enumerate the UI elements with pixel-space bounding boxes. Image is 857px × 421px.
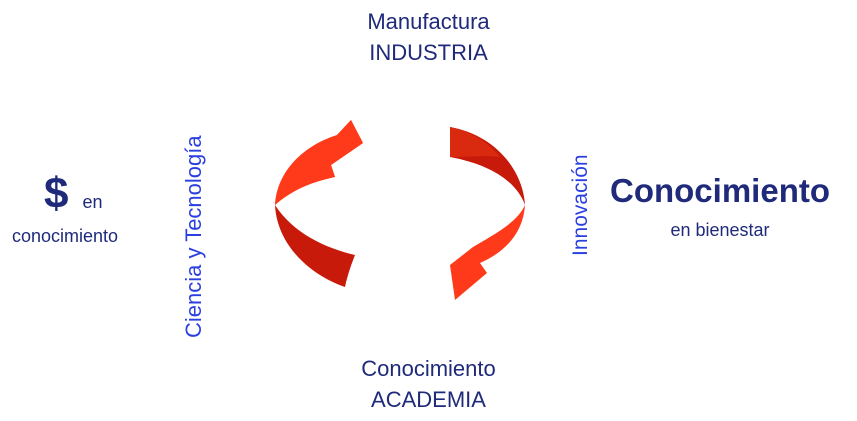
bienestar-label: Conocimiento en bienestar	[604, 172, 836, 241]
cycle-arrow-right-icon	[450, 127, 525, 300]
academia-text: ACADEMIA	[371, 387, 486, 412]
en-text: en	[82, 192, 103, 212]
dollar-symbol: $	[44, 169, 69, 218]
industria-label: Manufactura INDUSTRIA	[0, 6, 857, 68]
industria-text: INDUSTRIA	[369, 40, 488, 65]
innovacion-label: Innovación	[569, 154, 592, 256]
cycle-arrow-left-icon	[274, 120, 363, 287]
conocimiento-bottom-text: Conocimiento	[361, 356, 496, 381]
ciencia-tecnologia-label: Ciencia y Tecnología	[181, 135, 206, 338]
manufactura-text: Manufactura	[367, 9, 490, 34]
conocimiento-title: Conocimiento	[610, 172, 830, 209]
conocimiento-text: conocimiento	[12, 226, 119, 246]
academia-label: Conocimiento ACADEMIA	[0, 353, 857, 415]
money-label: $ en conocimiento	[12, 172, 172, 247]
cycle-diagram	[274, 120, 525, 300]
bienestar-text: en bienestar	[670, 220, 770, 240]
